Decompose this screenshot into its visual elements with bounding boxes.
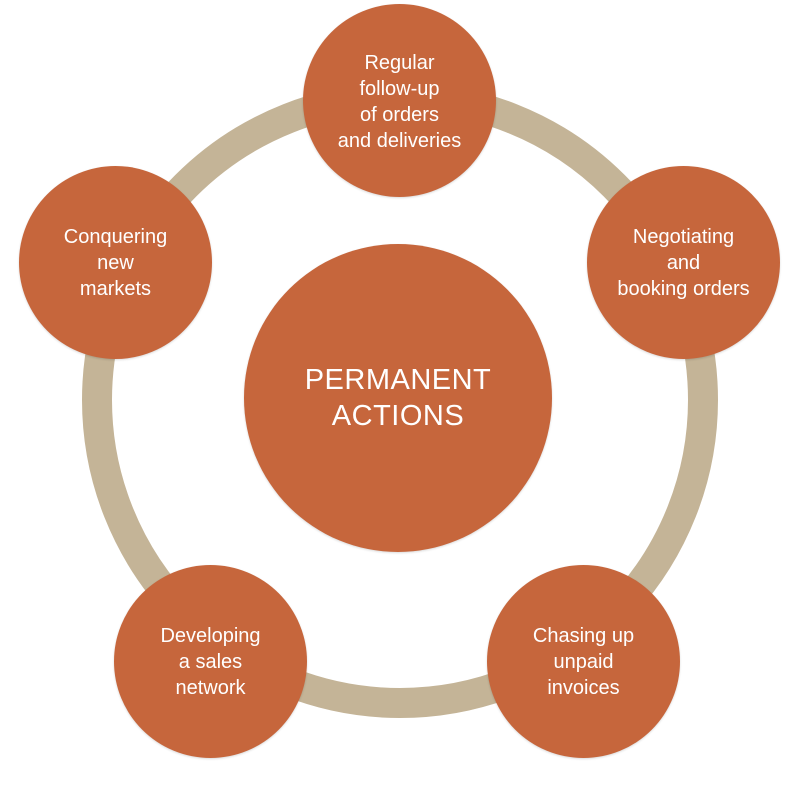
node-label: Developing a sales network — [160, 624, 261, 699]
center-node-permanent-actions: PERMANENT ACTIONS — [244, 244, 552, 552]
node-label: Chasing up unpaid invoices — [532, 624, 635, 699]
node-label: Regular follow-up of orders and deliveri… — [337, 51, 462, 152]
node-developing-sales-network: Developing a sales network — [114, 565, 307, 758]
node-regular-follow-up: Regular follow-up of orders and deliveri… — [303, 4, 496, 197]
node-label: Conquering new markets — [63, 225, 168, 300]
center-node-label: PERMANENT ACTIONS — [304, 364, 492, 432]
node-chasing-unpaid-invoices: Chasing up unpaid invoices — [487, 565, 680, 758]
node-negotiating-orders: Negotiating and booking orders — [587, 166, 780, 359]
node-label: Negotiating and booking orders — [617, 225, 750, 300]
node-conquering-new-markets: Conquering new markets — [19, 166, 212, 359]
